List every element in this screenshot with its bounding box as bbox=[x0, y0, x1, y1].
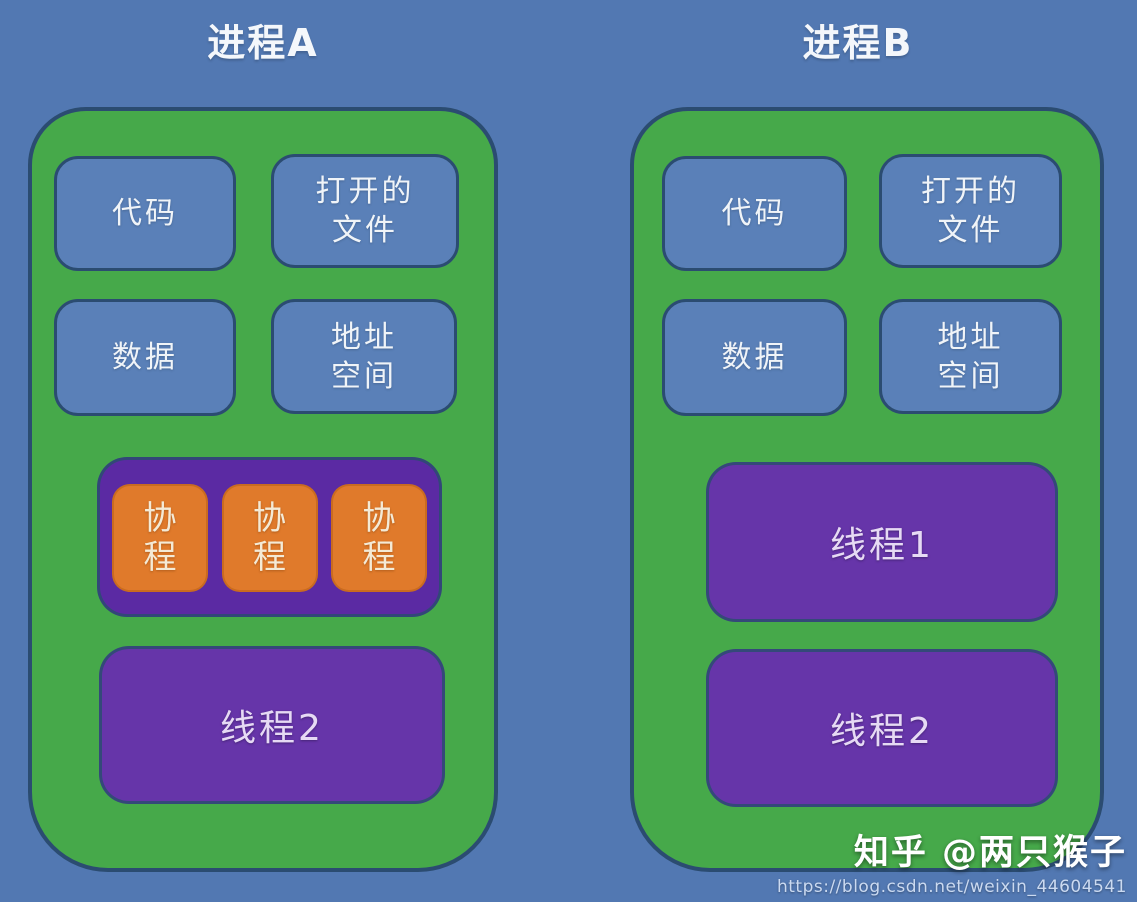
watermark-url-text: https://blog.csdn.net/weixin_44604541 bbox=[776, 877, 1127, 897]
process-b-data-box: 数据 bbox=[662, 299, 847, 416]
process-b-thread-2-block: 线程2 bbox=[706, 649, 1058, 807]
process-b-address-space-box: 地址 空间 bbox=[879, 299, 1062, 414]
process-a-data-box: 数据 bbox=[54, 299, 236, 416]
coroutine-box: 协 程 bbox=[112, 484, 208, 592]
watermark-brand-text: 知乎 @两只猴子 bbox=[853, 833, 1127, 873]
watermark: 知乎 @两只猴子 https://blog.csdn.net/weixin_44… bbox=[777, 824, 1127, 897]
process-b-code-box: 代码 bbox=[662, 156, 847, 271]
coroutine-box: 协 程 bbox=[331, 484, 427, 592]
coroutine-box: 协 程 bbox=[221, 484, 318, 592]
process-a-code-box: 代码 bbox=[54, 156, 236, 271]
process-b-thread-1-block: 线程1 bbox=[706, 462, 1058, 622]
process-b-open-files-box: 打开的 文件 bbox=[879, 154, 1062, 268]
process-a-address-space-box: 地址 空间 bbox=[271, 299, 457, 414]
process-b-container: 代码 打开的 文件 数据 地址 空间 线程1 线程2 bbox=[630, 107, 1104, 872]
process-a-title: 进程A bbox=[207, 21, 319, 65]
process-a-open-files-box: 打开的 文件 bbox=[271, 154, 459, 268]
process-a-thread-2-block: 线程2 bbox=[99, 646, 445, 804]
process-a-coroutine-thread-block: 协 程 协 程 协 程 bbox=[97, 457, 442, 617]
process-a-container: 代码 打开的 文件 数据 地址 空间 协 程 协 程 协 程 线程2 bbox=[28, 107, 498, 872]
process-b-title: 进程B bbox=[802, 21, 914, 65]
